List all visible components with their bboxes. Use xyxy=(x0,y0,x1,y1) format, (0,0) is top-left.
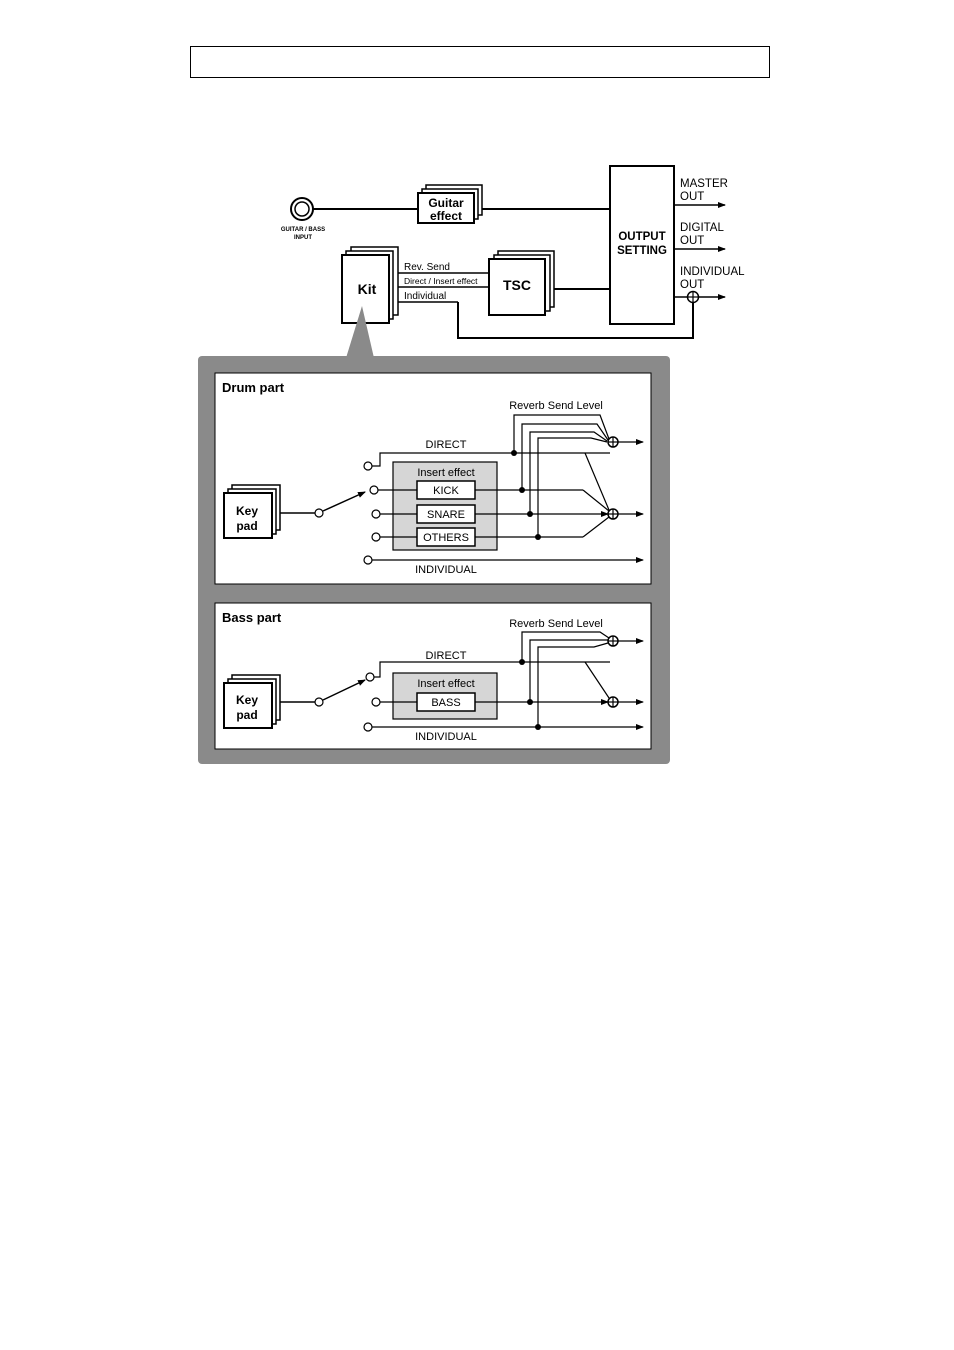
bass-switch-pivot xyxy=(314,697,324,707)
bass-individual-label: INDIVIDUAL xyxy=(415,731,477,743)
bass-direct-label: DIRECT xyxy=(426,650,467,662)
drum-insert-effect-label: Insert effect xyxy=(417,467,474,479)
bass-keypad-box: Key pad xyxy=(223,674,281,729)
drum-part-panel: Drum part Key pad DIRECT Insert effect K… xyxy=(214,372,652,585)
bass-part-title: Bass part xyxy=(222,610,282,625)
guitar-effect-label-line1: Guitar xyxy=(428,196,464,210)
guitar-effect-label-line2: effect xyxy=(430,209,462,223)
drum-switch-pivot xyxy=(314,508,324,518)
drum-output-mixer-icon xyxy=(607,508,619,520)
bass-reverb-send-level-label: Reverb Send Level xyxy=(509,618,603,630)
drum-direct-label: DIRECT xyxy=(426,439,467,451)
digital-out-label-line2: OUT xyxy=(680,235,704,247)
master-out-label-line2: OUT xyxy=(680,191,704,203)
rev-send-label: Rev. Send xyxy=(404,262,450,273)
snare-label: SNARE xyxy=(427,509,465,521)
bass-keypad-label-line2: pad xyxy=(236,708,257,722)
kit-box: Kit xyxy=(341,246,399,324)
top-signal-flow: GUITAR / BASS INPUT Guitar effect Kit Re… xyxy=(281,165,745,339)
tsc-label: TSC xyxy=(503,277,531,293)
individual-out-mixer-icon xyxy=(686,290,700,304)
output-setting-label-line2: SETTING xyxy=(617,245,667,257)
individual-out-label-line2: OUT xyxy=(680,279,704,291)
input-label-line2: INPUT xyxy=(294,235,312,241)
bass-output-mixer-icon xyxy=(607,696,619,708)
bass-reverb-mixer-icon xyxy=(607,635,619,647)
drum-keypad-label-line2: pad xyxy=(236,519,257,533)
drum-keypad-label-line1: Key xyxy=(236,504,258,518)
guitar-effect-box: Guitar effect xyxy=(417,184,483,224)
bass-effect-label: BASS xyxy=(431,697,460,709)
bass-keypad-label-line1: Key xyxy=(236,693,258,707)
drum-reverb-send-level-label: Reverb Send Level xyxy=(509,400,603,412)
digital-out-label-line1: DIGITAL xyxy=(680,222,724,234)
individual-out-label-line1: INDIVIDUAL xyxy=(680,266,745,278)
drum-part-title: Drum part xyxy=(222,380,285,395)
drum-keypad-box: Key pad xyxy=(223,484,281,539)
guitar-input-jack-icon xyxy=(290,197,314,221)
drum-reverb-mixer-icon xyxy=(607,436,619,448)
kit-label: Kit xyxy=(358,281,377,297)
kick-label: KICK xyxy=(433,485,459,497)
tsc-box: TSC xyxy=(488,250,555,316)
drum-individual-label: INDIVIDUAL xyxy=(415,564,477,576)
drum-routing-switch xyxy=(322,491,366,512)
output-setting-box: OUTPUT SETTING xyxy=(609,165,675,325)
page-header-box xyxy=(190,46,770,78)
direct-insert-label: Direct / Insert effect xyxy=(404,276,478,286)
bass-part-panel: Bass part Key pad DIRECT Insert effect B… xyxy=(214,602,652,750)
others-label: OTHERS xyxy=(423,532,469,544)
input-label-line1: GUITAR / BASS xyxy=(281,227,325,233)
bass-routing-switch xyxy=(322,679,366,701)
individual-send-label: Individual xyxy=(404,291,446,302)
bass-insert-effect-label: Insert effect xyxy=(417,678,474,690)
master-out-label-line1: MASTER xyxy=(680,178,728,190)
output-setting-label-line1: OUTPUT xyxy=(618,231,665,243)
